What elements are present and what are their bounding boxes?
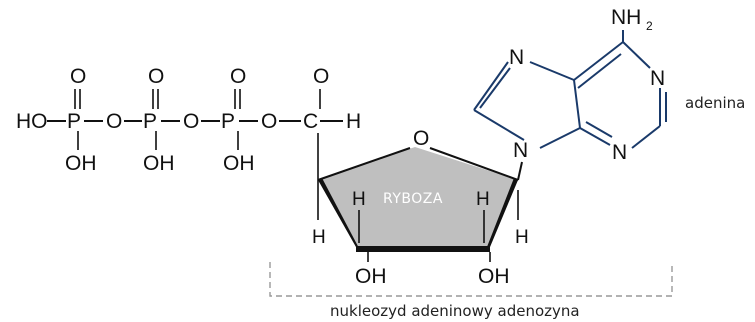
atom-p1: P — [67, 110, 81, 133]
atom-o-double-p3: O — [230, 65, 246, 88]
atom-n7: N — [509, 46, 524, 69]
bond-c5-c4a — [573, 79, 581, 129]
atom-o-double-p2: O — [148, 65, 164, 88]
atom-oh-c2: OH — [478, 265, 510, 288]
atom-o-ring: O — [413, 127, 429, 150]
adenine: N N N N NH 2 adenina — [473, 6, 745, 164]
atom-h-c3-up: H — [352, 189, 366, 210]
atom-h-c4: H — [312, 227, 326, 248]
atom-o-bridge-2: O — [183, 110, 199, 133]
bond-c1-n9 — [517, 161, 523, 181]
bond-wedge-c1-c2 — [485, 178, 518, 252]
atom-o-double-p1: O — [70, 65, 86, 88]
bond-c4-n9 — [539, 127, 581, 149]
atom-p3: P — [221, 110, 235, 133]
bond-wedge-c4-c3 — [318, 178, 361, 252]
atom-o-c5: O — [313, 65, 329, 88]
ribose-label: RYBOZA — [383, 191, 443, 207]
bond-n9-c8 — [473, 109, 525, 141]
bond-c6-n1 — [622, 41, 651, 69]
bond-n3-c4-double — [585, 121, 613, 138]
bond-c2-n3 — [631, 125, 661, 149]
atom-h-c1: H — [515, 227, 529, 248]
atom-oh-p3: OH — [223, 152, 255, 175]
phosphate-chain: HO P O OH O P O OH O P O OH O C O — [16, 65, 361, 180]
ribose-fill — [318, 147, 518, 247]
bond-n3-c4 — [579, 127, 611, 146]
bond-n7-c5 — [529, 61, 575, 81]
atom-nh2-subscript: 2 — [646, 19, 653, 33]
bond-c8-n7 — [473, 61, 509, 111]
adenine-label: adenina — [685, 94, 745, 112]
atom-oh-p1: OH — [65, 152, 97, 175]
atom-c5: C — [303, 110, 318, 133]
bond-o-c1 — [429, 147, 519, 181]
nucleoside-label: nukleozyd adeninowy adenozyna — [330, 302, 580, 320]
atom-nh2: NH — [611, 6, 641, 29]
bond-c5-c6 — [573, 41, 624, 81]
atom-oh-p2: OH — [143, 152, 175, 175]
bond-c5-c6-double — [577, 53, 622, 89]
nucleoside-bracket: nukleozyd adeninowy adenozyna — [269, 262, 673, 320]
atom-n9: N — [513, 139, 528, 162]
bond-c8-n7-double — [479, 67, 511, 109]
ribose-ring: O RYBOZA H H H H OH OH — [312, 127, 529, 288]
atom-h-c5: H — [346, 110, 361, 133]
bond-c4-o — [317, 147, 411, 181]
atom-o-bridge-3: O — [261, 110, 277, 133]
atom-n1: N — [650, 67, 665, 90]
atom-p2: P — [143, 110, 157, 133]
atom-n3: N — [612, 141, 627, 164]
atom-ho-terminal: HO — [16, 110, 48, 133]
atom-oh-c3: OH — [355, 265, 387, 288]
atom-o-bridge-1: O — [106, 110, 122, 133]
dashed-bracket — [269, 262, 673, 297]
atom-h-c2-up: H — [476, 189, 490, 210]
